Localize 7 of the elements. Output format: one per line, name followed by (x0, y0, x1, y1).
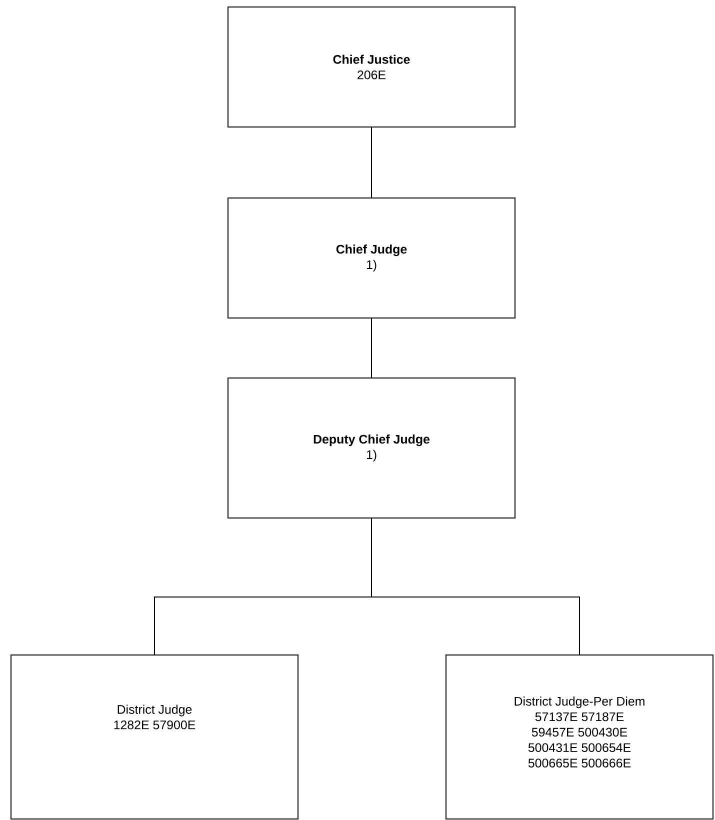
connector-line (371, 126, 372, 198)
position-box: Chief Judge 1) (228, 198, 516, 318)
position-box: District Judge 1282E 57900E (10, 654, 298, 820)
position-box: District Judge-Per Diem 57137E 57187E 59457E 500430E 500431E 500654E 500665E 500666E (446, 654, 714, 820)
position-box: Deputy Chief Judge 1) (228, 378, 516, 518)
connector-line (371, 318, 372, 378)
position-box: Chief Justice 206E (228, 6, 516, 128)
